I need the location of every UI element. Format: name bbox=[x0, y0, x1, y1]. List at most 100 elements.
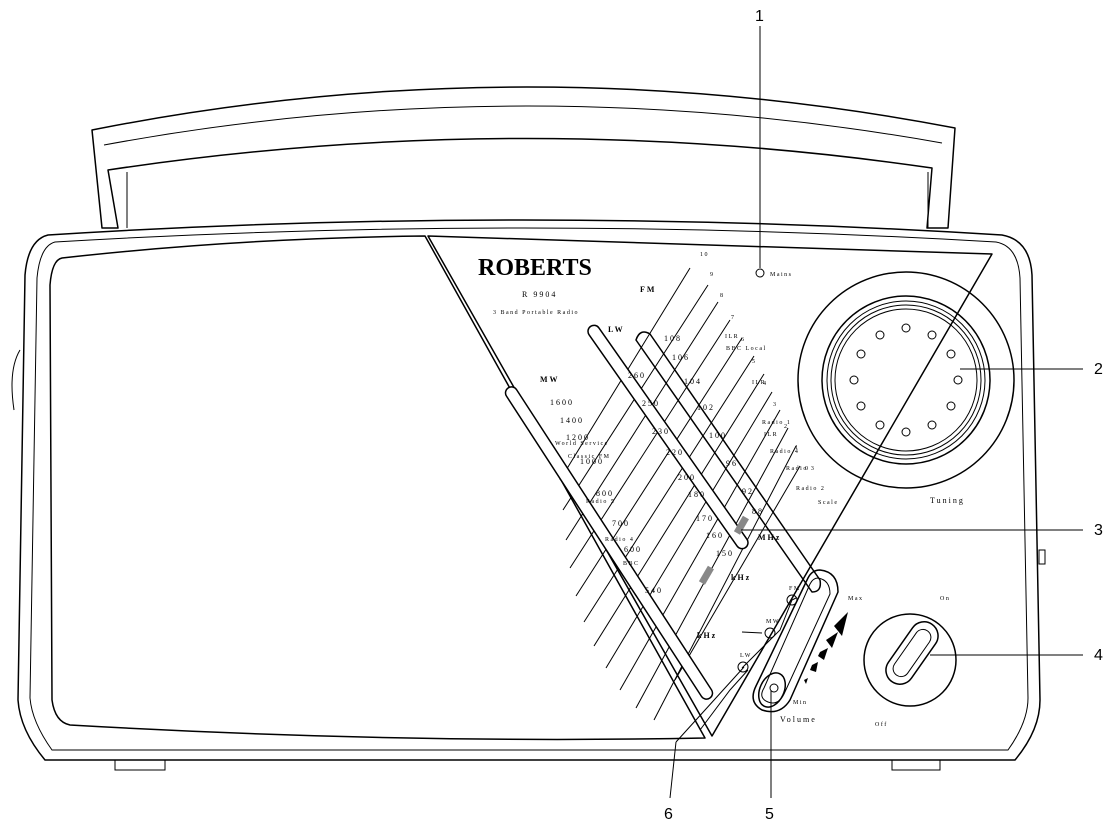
band-lw-position[interactable] bbox=[737, 661, 749, 673]
lw-mark: 250 bbox=[642, 399, 660, 408]
station-label: Radio 2 bbox=[796, 486, 825, 492]
callout-4: 4 bbox=[1094, 647, 1103, 664]
grip-dot bbox=[946, 349, 956, 359]
tuning-pointer-mw bbox=[504, 386, 714, 700]
station-label: Radio 4 bbox=[770, 449, 799, 455]
mw-mark: 1600 bbox=[550, 398, 574, 407]
grip-dot bbox=[856, 349, 866, 359]
unit-khz-top: kHz bbox=[731, 573, 751, 582]
grip-dot bbox=[927, 330, 937, 340]
log-mark: 9 bbox=[710, 272, 715, 278]
volume-min-label: Min bbox=[793, 700, 808, 706]
band-selector-mw-label: MW bbox=[766, 619, 780, 625]
grip-dot bbox=[875, 330, 885, 340]
callout-5: 5 bbox=[765, 806, 774, 823]
volume-label: Volume bbox=[780, 715, 817, 724]
station-label: BBC bbox=[623, 561, 640, 567]
fm-scale: 108 106 104 102 100 96 92 88 bbox=[664, 334, 764, 516]
logging-scale: 10 9 8 7 6 5 4 3 2 1 0 bbox=[700, 252, 810, 472]
carry-handle bbox=[91, 86, 956, 229]
grip-dot bbox=[856, 401, 866, 411]
band-label-lw: LW bbox=[608, 325, 625, 334]
station-label: Radio 1 bbox=[762, 420, 791, 426]
callout-6: 6 bbox=[664, 806, 673, 823]
unit-mhz: MHz bbox=[758, 533, 781, 542]
band-label-fm: FM bbox=[640, 285, 656, 294]
foot-left bbox=[114, 759, 166, 771]
tuning-pointer-fm bbox=[635, 331, 822, 593]
mw-scale: 1600 1400 1200 1000 800 700 600 540 bbox=[550, 398, 663, 595]
mw-mark: 700 bbox=[612, 519, 630, 528]
band-selector-fm-label: FM bbox=[789, 586, 801, 592]
callouts: 1 2 3 4 5 6 bbox=[664, 8, 1103, 823]
callout-2: 2 bbox=[1094, 361, 1103, 378]
station-label: Radio 5 bbox=[586, 499, 615, 505]
tuning-knob[interactable] bbox=[797, 271, 1015, 489]
grip-dot bbox=[901, 323, 911, 333]
lw-mark: 230 bbox=[652, 427, 670, 436]
mw-mark: 600 bbox=[624, 545, 642, 554]
grip-dot bbox=[946, 401, 956, 411]
model-number: R 9904 bbox=[522, 290, 557, 299]
unit-khz-bottom: kHz bbox=[697, 631, 717, 640]
tuning-knob-grip-dots bbox=[849, 323, 963, 437]
band-selector[interactable] bbox=[699, 594, 798, 731]
band-selector-lw-label: LW bbox=[740, 653, 752, 659]
power-on-label: On bbox=[940, 596, 950, 602]
fm-mark: 102 bbox=[697, 403, 715, 412]
station-label: ILR bbox=[752, 380, 766, 386]
station-label: Radio 4 bbox=[605, 537, 634, 543]
lw-mark: 180 bbox=[688, 490, 706, 499]
mw-mark: 1400 bbox=[560, 416, 584, 425]
band-label-mw: MW bbox=[540, 375, 560, 384]
station-label: Scale bbox=[818, 500, 839, 506]
fm-mark: 88 bbox=[752, 507, 764, 516]
mw-cursor bbox=[698, 565, 714, 585]
fm-mark: 104 bbox=[684, 377, 702, 386]
tuning-label: Tuning bbox=[930, 496, 965, 505]
power-switch[interactable] bbox=[863, 613, 957, 707]
lw-scale: 260 250 230 220 200 180 170 160 150 bbox=[628, 371, 734, 558]
log-mark: 6 bbox=[741, 337, 746, 343]
band-fm-position[interactable] bbox=[786, 594, 798, 606]
mains-label: Mains bbox=[770, 272, 793, 278]
lw-mark: 150 bbox=[716, 549, 734, 558]
station-label: ILR bbox=[764, 432, 778, 438]
fm-mark: 108 bbox=[664, 334, 682, 343]
volume-max-label: Max bbox=[848, 596, 864, 602]
lw-mark: 170 bbox=[696, 514, 714, 523]
brand-logo: ROBERTS bbox=[478, 255, 592, 281]
speaker-panel bbox=[49, 235, 706, 741]
lw-mark: 220 bbox=[666, 448, 684, 457]
log-mark: 4 bbox=[763, 381, 768, 387]
foot-right bbox=[891, 759, 941, 771]
log-mark: 8 bbox=[720, 293, 725, 299]
station-label: BBC Local bbox=[726, 346, 767, 352]
mains-indicator-icon bbox=[755, 268, 765, 278]
mw-mark: 800 bbox=[596, 489, 614, 498]
power-off-label: Off bbox=[875, 721, 888, 728]
volume-slider-thumb[interactable] bbox=[754, 669, 791, 712]
grip-dot bbox=[927, 420, 937, 430]
log-mark: 1 bbox=[795, 445, 800, 451]
volume-slider[interactable] bbox=[752, 569, 839, 713]
fm-mark: 96 bbox=[726, 459, 738, 468]
mw-mark: 540 bbox=[645, 586, 663, 595]
log-mark: 0 bbox=[805, 466, 810, 472]
grip-dot bbox=[901, 427, 911, 437]
log-mark: 7 bbox=[731, 315, 736, 321]
callout-1: 1 bbox=[755, 8, 764, 25]
band-mw-position[interactable] bbox=[764, 627, 776, 639]
mw-mark: 1000 bbox=[580, 457, 604, 466]
fm-cursor bbox=[733, 515, 749, 535]
grip-dot bbox=[849, 375, 859, 385]
log-mark: 3 bbox=[773, 402, 778, 408]
station-labels: World Service Classic FM Radio 5 Radio 4… bbox=[555, 334, 839, 567]
lw-mark: 260 bbox=[628, 371, 646, 380]
station-label: Radio 3 bbox=[786, 466, 815, 472]
fm-mark: 92 bbox=[742, 487, 754, 496]
log-mark: 5 bbox=[752, 359, 757, 365]
grip-dot bbox=[875, 420, 885, 430]
log-mark: 2 bbox=[784, 424, 789, 430]
